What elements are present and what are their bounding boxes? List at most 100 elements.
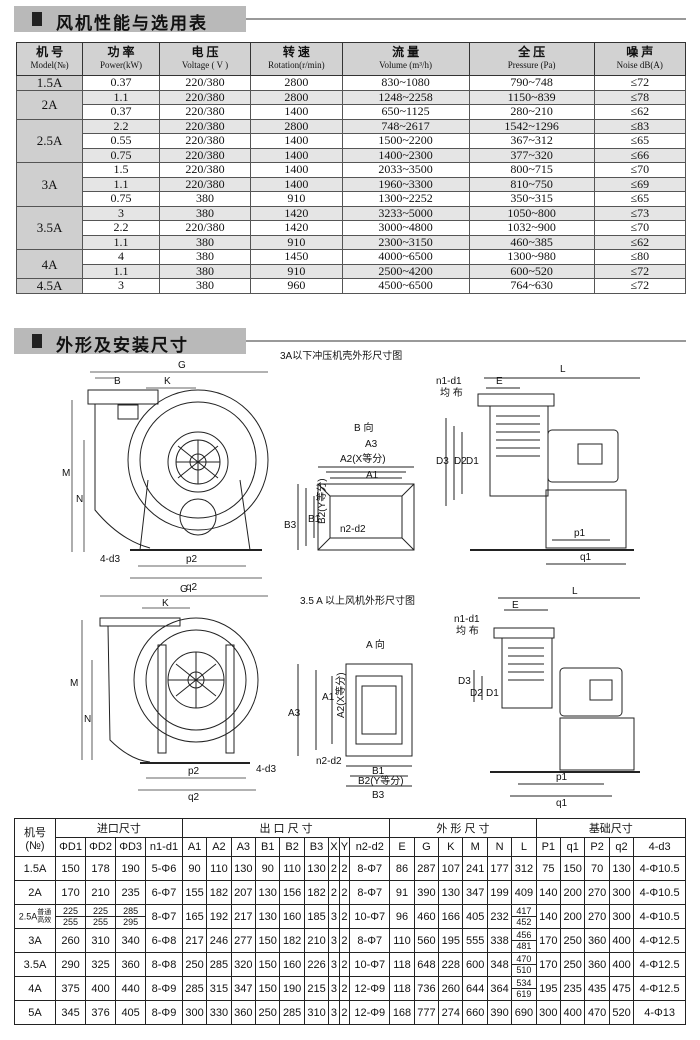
label-N-bottom: N: [84, 714, 91, 725]
dims-cell: 2: [338, 1000, 351, 1025]
dims-col-header: Y: [338, 837, 351, 857]
perf-cell: 0.75: [82, 191, 160, 207]
dims-col-header: q2: [608, 837, 635, 857]
dims-cell: 90: [181, 856, 208, 881]
perf-cell: 1400: [250, 133, 343, 149]
caption-top: 3A以下冲压机壳外形尺寸图: [280, 349, 402, 362]
dims-cell: 90: [255, 856, 281, 881]
perf-cell: 220/380: [158, 176, 252, 192]
perf-cell: 1.1: [82, 89, 160, 105]
dims-cell: 2: [338, 928, 351, 953]
perf-cell: ≤78: [593, 89, 687, 105]
perf-cell: 910: [250, 234, 343, 250]
perf-cell: 380: [158, 263, 252, 279]
label-B2-equal-bottom: B2(Y等分): [358, 774, 404, 787]
dims-cell: 3: [328, 904, 340, 929]
dims-cell: 310: [85, 928, 117, 953]
perf-cell: 380: [158, 205, 252, 221]
dims-cell: 460: [413, 904, 440, 929]
dims-col-header: A3: [230, 837, 257, 857]
dims-cell: 390: [486, 1000, 513, 1025]
perf-cell: 377~320: [468, 147, 595, 163]
dims-cell: 5-Φ6: [145, 856, 183, 881]
label-D2: D2: [454, 456, 467, 467]
dims-cell: 315: [206, 976, 232, 1001]
perf-cell: 460~385: [468, 234, 595, 250]
dims-cell: 170: [535, 928, 562, 953]
dims-cell: 405: [462, 904, 488, 929]
dims-cell-value: 255: [63, 917, 79, 927]
dims-cell: 86: [389, 856, 415, 881]
label-p1: p1: [574, 528, 586, 539]
dims-cell: 140: [535, 880, 562, 905]
dims-cell: 555: [462, 928, 488, 953]
model-cell: 1.5A: [14, 856, 56, 881]
dims-col-header: B1: [255, 837, 281, 857]
dims-cell: 338: [486, 928, 513, 953]
model-cell: 3A: [14, 928, 56, 953]
outlet-a-view: [297, 663, 413, 787]
dims-cell: 75: [535, 856, 562, 881]
dims-cell: 170: [535, 952, 562, 977]
perf-cell: 220/380: [158, 133, 252, 149]
dims-cell: 12-Φ9: [349, 976, 391, 1001]
dims-cell: 375: [54, 976, 87, 1001]
perf-cell: 810~750: [468, 176, 595, 192]
dims-cell: 190: [115, 856, 147, 881]
dims-cell: 235: [115, 880, 147, 905]
perf-cell: 1542~1296: [468, 118, 595, 134]
dims-cell: 130: [608, 856, 635, 881]
label-D1-bottom: D1: [486, 688, 499, 699]
label-view-a: A 向: [366, 638, 385, 651]
perf-cell: 2500~4200: [341, 263, 470, 279]
perf-header-cn: 全 压: [518, 45, 546, 59]
model-cell: 4A: [14, 976, 56, 1001]
perf-cell: 220/380: [158, 162, 252, 178]
perf-cell: 0.75: [82, 147, 160, 163]
perf-cell: 764~630: [468, 278, 595, 294]
dims-cell: 285: [206, 952, 232, 977]
perf-cell: ≤70: [593, 162, 687, 178]
label-D2-bottom: D2: [470, 688, 483, 699]
dims-cell-value: 285: [116, 906, 146, 917]
dims-cell: 130: [303, 856, 330, 881]
label-p2: p2: [186, 554, 198, 565]
model-name: 2.5A: [18, 910, 38, 921]
label-L: L: [560, 364, 566, 375]
dims-cell: 130: [255, 880, 281, 905]
dims-col-header: K: [438, 837, 464, 857]
dims-cell: 200: [560, 904, 586, 929]
section-header-performance: 风机性能与选用表: [14, 6, 686, 34]
dims-cell: 6-Φ8: [145, 928, 183, 953]
dims-cell: 195: [438, 928, 464, 953]
dims-cell-value: 619: [516, 989, 532, 999]
label-D3: D3: [436, 456, 449, 467]
model-cn: 机号: [24, 826, 46, 839]
dims-cell: 217: [181, 928, 208, 953]
dims-cell: 226: [303, 952, 330, 977]
label-junbu-bottom: 均 布: [456, 625, 479, 637]
label-A3-bottom: A3: [288, 708, 301, 719]
dims-cell: 4-Φ10.5: [633, 856, 686, 881]
dims-cell: 8-Φ7: [349, 856, 391, 881]
dims-cell: 400: [608, 928, 635, 953]
label-B3-bottom: B3: [372, 790, 385, 801]
perf-header-cn: 功 率: [107, 45, 135, 59]
dims-cell: 2: [338, 880, 351, 905]
model-cell: 2A: [15, 89, 84, 120]
dims-cell: 400: [608, 952, 635, 977]
perf-cell: ≤70: [593, 220, 687, 236]
